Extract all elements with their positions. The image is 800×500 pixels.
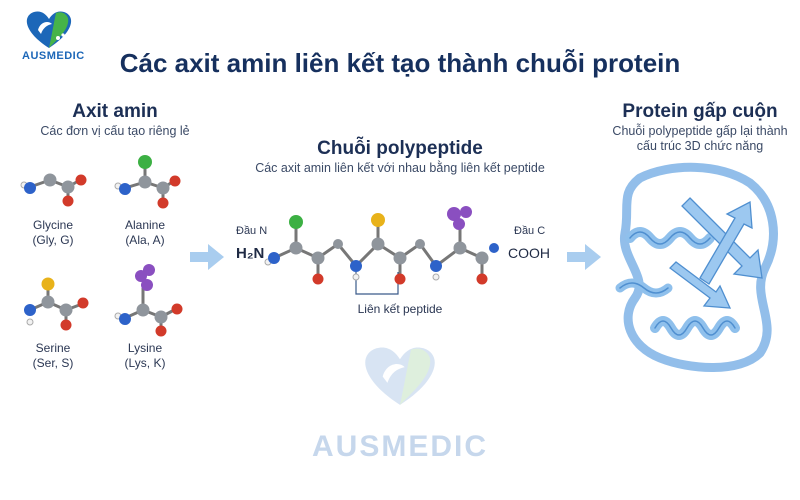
- amino-acids-heading: Axit amin: [72, 101, 158, 122]
- brand-name: AUSMEDIC: [22, 50, 85, 62]
- arrow-right-icon: [190, 244, 224, 270]
- amino-acid-label-lysine: Lysine (Lys, K): [124, 341, 166, 370]
- folded-protein-ribbon: [615, 162, 778, 372]
- lysine-molecule: [114, 264, 183, 337]
- heart-logo-icon: [26, 11, 72, 49]
- glycine-molecule: [20, 173, 87, 207]
- alanine-molecule: [114, 155, 181, 209]
- watermark-heart-icon: [365, 347, 435, 405]
- polypeptide-heading: Chuỗi polypeptide: [317, 138, 483, 159]
- protein-heading: Protein gấp cuộn: [622, 101, 778, 122]
- page-title: Các axit amin liên kết tạo thành chuỗi p…: [119, 48, 681, 78]
- n-terminus-label: Đầu N: [236, 225, 268, 237]
- logo: AUSMEDIC: [14, 8, 84, 63]
- amino-acid-label-alanine: Alanine (Ala, A): [124, 218, 166, 247]
- c-terminus-group: COOH: [508, 245, 550, 261]
- polypeptide-chain: [264, 206, 499, 295]
- peptide-bond-bracket: [355, 272, 399, 295]
- n-terminus-group: H₂N: [236, 245, 265, 262]
- amino-acid-molecules: [20, 155, 183, 337]
- amino-acid-label-glycine: Glycine (Gly, G): [32, 218, 74, 247]
- protein-subheading: Chuỗi polypeptide gấp lại thành cấu trúc…: [612, 124, 788, 153]
- peptide-bond-label: Liên kết peptide: [357, 302, 443, 316]
- arrow-right-icon: [567, 244, 601, 270]
- polypeptide-subheading: Các axit amin liên kết với nhau bằng liê…: [255, 161, 545, 175]
- c-terminus-label: Đầu C: [514, 225, 546, 237]
- serine-molecule: [24, 277, 89, 331]
- amino-acid-label-serine: Serine (Ser, S): [32, 341, 74, 370]
- watermark-text: AUSMEDIC: [311, 430, 488, 463]
- amino-acids-subheading: Các đơn vị cấu tạo riêng lẻ: [40, 124, 190, 138]
